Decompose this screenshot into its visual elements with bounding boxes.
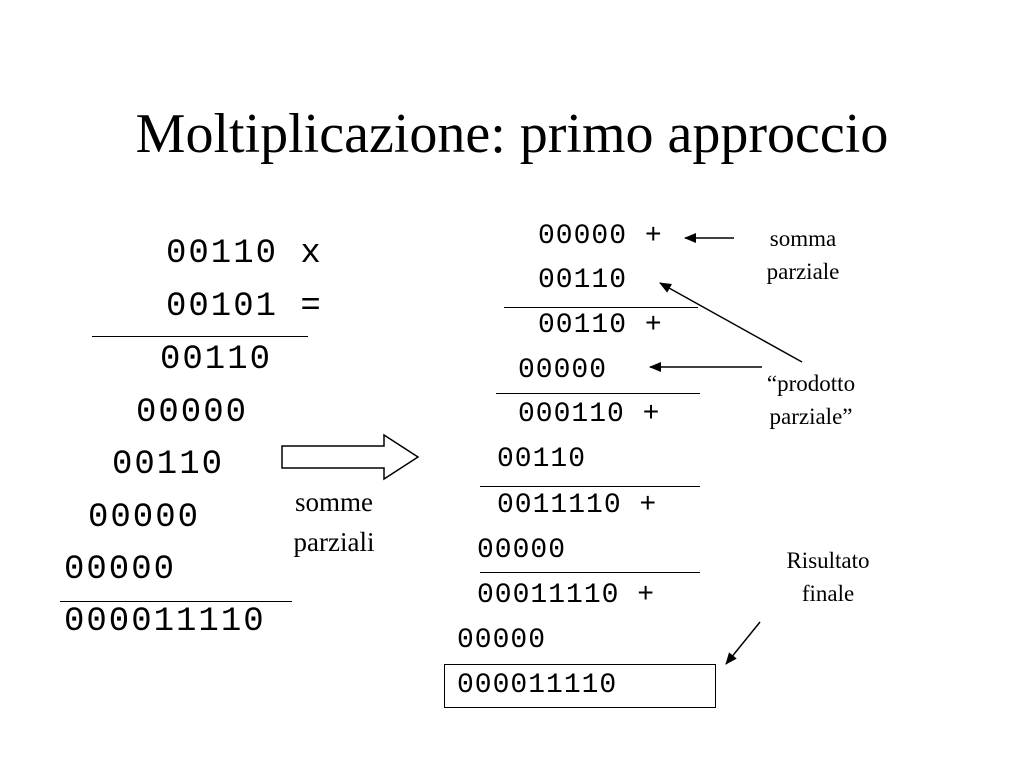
partial-sum-row-5: 000110 + [518, 399, 661, 430]
partial-sum-rule-3 [480, 486, 700, 487]
prodotto-parziale-label: “prodotto parziale” [746, 367, 876, 433]
prodotto-parziale-line-1: “prodotto [766, 371, 856, 396]
partial-sum-row-2: 00110 [538, 265, 628, 296]
partial-sum-row-4: 00000 [518, 355, 608, 386]
partial-sum-row-3: 00110 + [538, 310, 663, 341]
sum-rule [60, 601, 292, 602]
partial-product-4: 00000 [88, 499, 201, 537]
slide-title: Moltiplicazione: primo approccio [135, 103, 889, 165]
somme-parziali-line-2: parziali [293, 527, 375, 557]
somma-parziale-label: somma parziale [748, 222, 858, 288]
partial-sum-row-7: 0011110 + [497, 490, 658, 521]
somme-parziali-line-1: somme [295, 487, 373, 517]
somma-parziale-line-2: parziale [766, 259, 840, 284]
multiplicand: 00110 x [166, 235, 323, 273]
partial-sum-rule-1 [504, 307, 698, 308]
partial-product-5: 00000 [64, 551, 177, 589]
final-result-box [444, 664, 716, 708]
prodotto-parziale-arrow-upper-icon [659, 282, 803, 363]
final-result: 000011110 [457, 670, 618, 701]
risultato-finale-line-1: Risultato [786, 548, 870, 573]
partial-sum-rule-2 [496, 393, 700, 394]
somme-parziali-label: somme parziali [270, 482, 398, 562]
risultato-finale-line-2: finale [801, 581, 855, 606]
partial-sum-row-6: 00110 [497, 444, 587, 475]
risultato-finale-label: Risultato finale [766, 544, 890, 610]
multiplier: 00101 = [166, 288, 323, 326]
risultato-finale-arrow-icon [725, 621, 761, 665]
partial-sum-row-9: 00011110 + [477, 580, 656, 611]
left-result: 000011110 [64, 603, 266, 641]
partial-product-1: 00110 [160, 341, 273, 379]
multiplication-rule [92, 336, 308, 337]
partial-sum-row-10: 00000 [457, 625, 547, 656]
block-arrow-icon [281, 433, 420, 481]
partial-sum-row-8: 00000 [477, 535, 567, 566]
somma-parziale-line-1: somma [769, 226, 837, 251]
partial-product-2: 00000 [136, 394, 249, 432]
partial-sum-rule-4 [480, 572, 700, 573]
partial-sum-row-1: 00000 + [538, 221, 663, 252]
prodotto-parziale-line-2: parziale” [769, 404, 853, 429]
partial-product-3: 00110 [112, 446, 225, 484]
